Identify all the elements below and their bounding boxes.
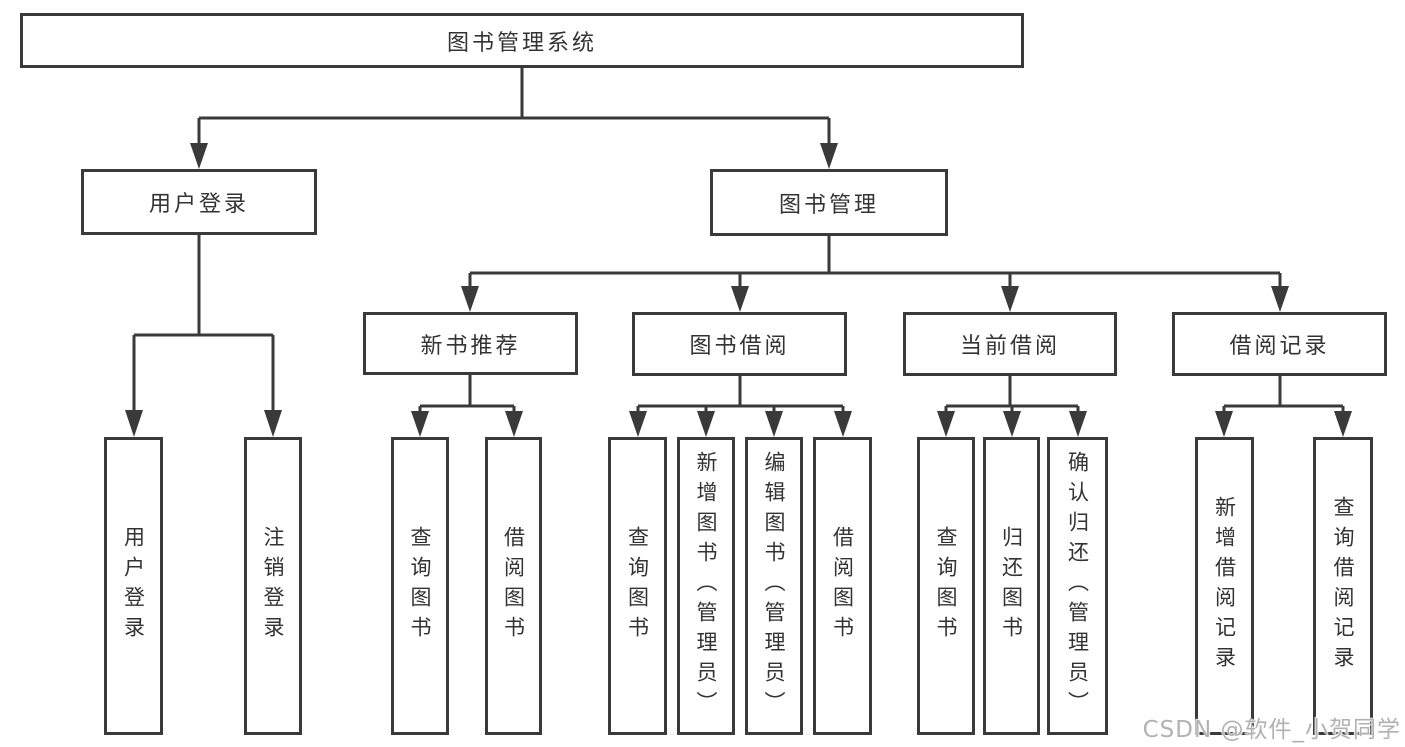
node-borrow-record: 借阅记录 — [1172, 312, 1387, 376]
node-book-borrow: 图书借阅 — [632, 312, 847, 376]
node-leaf-query-borrow-record: 查询借阅记录 — [1313, 437, 1373, 735]
node-user-login: 用户登录 — [81, 169, 317, 235]
node-leaf-user-login: 用户登录 — [104, 437, 163, 735]
node-root-library-system: 图书管理系统 — [20, 13, 1024, 68]
node-leaf-borrow-book: 借阅图书 — [813, 437, 872, 735]
node-leaf-add-borrow-record: 新增借阅记录 — [1195, 437, 1254, 735]
node-leaf-logout-login: 注销登录 — [244, 437, 302, 735]
node-book-management: 图书管理 — [710, 169, 948, 236]
node-leaf-borrow-book-recommend: 借阅图书 — [485, 437, 542, 735]
node-leaf-confirm-return-admin: 确认归还（管理员） — [1047, 437, 1108, 735]
watermark: CSDN @软件_小贺同学 — [1142, 717, 1401, 743]
node-leaf-query-book-current: 查询图书 — [917, 437, 975, 735]
arrowheads — [125, 143, 1352, 437]
node-leaf-return-book: 归还图书 — [983, 437, 1040, 735]
node-leaf-query-book-recommend: 查询图书 — [391, 437, 449, 735]
node-current-borrow: 当前借阅 — [903, 312, 1117, 376]
node-leaf-query-book-borrow: 查询图书 — [608, 437, 667, 735]
node-leaf-add-book-admin: 新增图书（管理员） — [677, 437, 735, 735]
node-leaf-edit-book-admin: 编辑图书（管理员） — [745, 437, 803, 735]
node-new-book-recommend: 新书推荐 — [363, 312, 578, 375]
